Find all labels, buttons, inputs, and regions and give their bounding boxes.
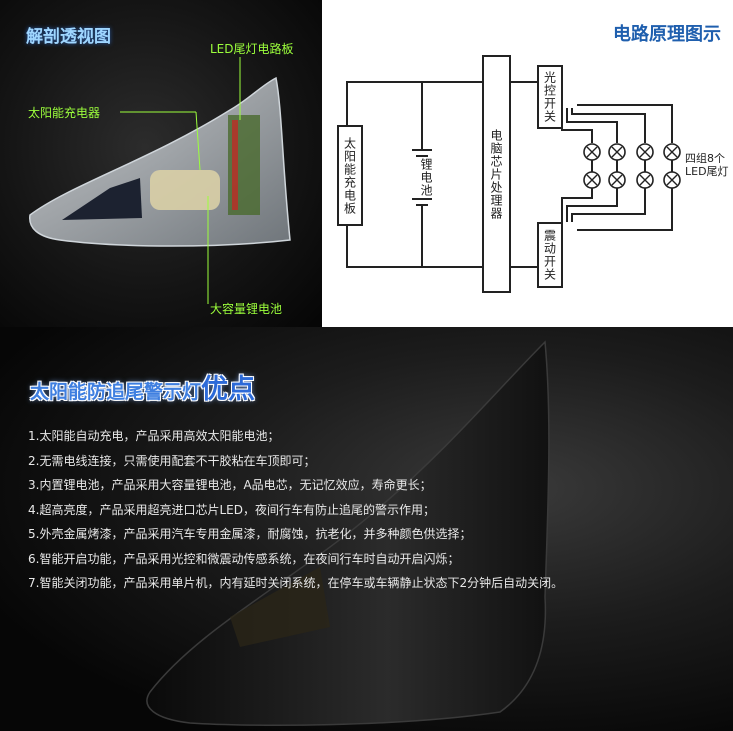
- circuit-panel: 电路原理图示: [322, 0, 733, 327]
- list-item: 2.无需电线连接，只需使用配套不干胶粘在车顶即可；: [28, 453, 316, 468]
- advantages-title: 太阳能防追尾警示灯优点: [30, 367, 255, 406]
- solar-panel-label: 太阳能充电板: [342, 136, 357, 215]
- list-item: 6.智能开启功能，产品采用光控和微震动传感系统，在夜间行车时自动开启闪烁；: [28, 551, 460, 566]
- label-tail-light-board: LED尾灯电路板: [210, 42, 294, 56]
- list-item: 3.内置锂电池，产品采用大容量锂电池，A品电芯，无记忆效应，寿命更长；: [28, 478, 432, 492]
- shark-fin-clear-illustration: [29, 57, 291, 304]
- advantages-panel: 太阳能防追尾警示灯优点 1.太阳能自动充电，产品采用高效太阳能电池； 2.无需电…: [0, 327, 733, 731]
- vibration-switch-box: 震动开关: [537, 222, 563, 288]
- lamps-label-line2: LED尾灯: [685, 165, 729, 178]
- processor-label: 电脑芯片处理器: [489, 128, 503, 220]
- light-switch-box: 光控开关: [537, 65, 563, 129]
- list-item: 1.太阳能自动充电，产品采用高效太阳能电池；: [28, 429, 280, 443]
- list-item: 5.外壳金属烤漆，产品采用汽车专用金属漆，耐腐蚀，抗老化，并多种颜色供选择；: [28, 527, 472, 541]
- list-item: 4.超高亮度，产品采用超亮进口芯片LED，夜间行车有防止追尾的警示作用；: [28, 502, 435, 517]
- shark-fin-black-illustration: [146, 340, 550, 727]
- advantages-title-emphasis: 优点: [201, 374, 256, 405]
- battery-label: 锂电池: [419, 158, 433, 197]
- vibration-switch-label: 震动开关: [542, 229, 557, 281]
- label-solar-charger: 太阳能充电器: [28, 106, 101, 120]
- list-item: 7.智能关闭功能，产品采用单片机，内有延时关闭系统，在停车或车辆静止状态下2分钟…: [28, 576, 564, 590]
- label-battery: 大容量锂电池: [210, 302, 283, 316]
- circuit-wires: [346, 81, 681, 268]
- circuit-title: 电路原理图示: [613, 24, 721, 45]
- light-switch-label: 光控开关: [542, 71, 557, 123]
- battery-label-wrap: 锂电池: [418, 158, 435, 201]
- advantages-title-prefix: 太阳能防追尾警示灯: [30, 381, 202, 403]
- cutaway-panel: 解剖透视图 LED尾灯电路板 太阳能充电器 大容量锂电池: [0, 0, 322, 327]
- lamps-label: 四组8个 LED尾灯: [685, 152, 729, 178]
- lamps-label-line1: 四组8个: [685, 152, 725, 165]
- advantages-list: 1.太阳能自动充电，产品采用高效太阳能电池； 2.无需电线连接，只需使用配套不干…: [28, 424, 563, 596]
- processor-box: 电脑芯片处理器: [482, 55, 511, 293]
- cutaway-title: 解剖透视图: [26, 27, 111, 47]
- solar-panel-box: 太阳能充电板: [337, 125, 363, 226]
